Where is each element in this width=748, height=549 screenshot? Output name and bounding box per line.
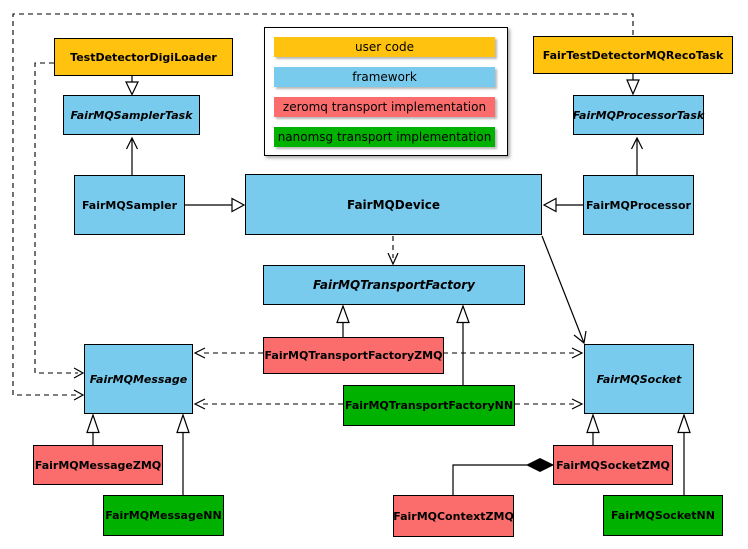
node-fairmqdevice: FairMQDevice [245, 174, 542, 235]
node-label: FairMQTransportFactoryNN [344, 399, 514, 412]
arrowhead-vee-message-zmq [193, 347, 206, 359]
edge-contextzmq-to-socketzmq [452, 464, 527, 495]
legend-label: zeromq transport implementation [282, 100, 487, 114]
arrowhead-vee-socket-zmq [571, 347, 584, 359]
arrowhead-vee-message-nn [193, 398, 206, 410]
node-label: FairMQSampler [81, 198, 178, 212]
node-label: FairMQMessageZMQ [34, 458, 162, 472]
node-label: FairMQProcessor [586, 198, 691, 212]
arrowhead-vee-message-outer [73, 389, 85, 401]
node-fairmqsampler: FairMQSampler [74, 175, 185, 235]
legend-item-zeromq: zeromq transport implementation [274, 97, 495, 117]
node-fairmqmessagezmq: FairMQMessageZMQ [33, 445, 163, 485]
node-label: FairMQSocketNN [611, 509, 715, 522]
arrowhead-vee-socket-nn [571, 398, 584, 410]
node-fairmqmessagenn: FairMQMessageNN [103, 495, 224, 536]
legend-item-nanomsg: nanomsg transport implementation [274, 127, 495, 147]
legend-item-user-code: user code [274, 37, 495, 57]
node-label: FairMQMessageNN [105, 509, 222, 522]
triangle-socket-right [677, 413, 691, 434]
node-label: FairMQProcessorTask [572, 108, 705, 122]
node-label: FairMQTransportFactoryZMQ [264, 349, 443, 362]
triangle-message-left [86, 413, 100, 434]
node-label: TestDetectorDigiLoader [70, 50, 217, 64]
legend-item-framework: framework [274, 67, 495, 87]
node-label: FairMQSocketZMQ [556, 458, 670, 472]
node-fairmqtransportfactory: FairMQTransportFactory [263, 265, 525, 305]
triangle-message-right [176, 413, 190, 434]
triangle-socket-left [586, 413, 600, 434]
node-fairmqcontextzmq: FairMQContextZMQ [393, 495, 514, 537]
node-label: FairTestDetectorMQRecoTask [542, 48, 724, 62]
node-fairmqsocket: FairMQSocket [584, 344, 694, 414]
node-fairmqtransportfactorynn: FairMQTransportFactoryNN [343, 385, 515, 426]
node-label: FairMQMessage [89, 372, 188, 386]
node-label: FairMQTransportFactory [313, 278, 475, 292]
node-fairmqprocessortask: FairMQProcessorTask [573, 95, 704, 135]
node-fairmqsamplertask: FairMQSamplerTask [63, 95, 200, 135]
triangle-processortask-top [626, 79, 640, 96]
node-fairmqprocessor: FairMQProcessor [583, 175, 694, 235]
legend-label: user code [355, 40, 414, 54]
triangle-samplertask-top [125, 81, 139, 96]
node-fairmqsocketzmq: FairMQSocketZMQ [553, 445, 673, 485]
node-label: FairMQDevice [346, 197, 441, 212]
legend-label: framework [352, 70, 417, 84]
node-fairtestdetectormqrecotask: FairTestDetectorMQRecoTask [533, 36, 733, 74]
arrowhead-vee-message-inner [73, 367, 85, 379]
arrowhead-vee-transportfactory [387, 252, 399, 266]
edge-device-to-socket [541, 235, 585, 344]
node-label: FairMQSocket [596, 372, 682, 386]
triangle-factory-left [336, 304, 350, 324]
node-fairmqmessage: FairMQMessage [84, 344, 193, 414]
node-testdetectordigiloader: TestDetectorDigiLoader [54, 38, 233, 76]
arrowhead-vee-device-socket [573, 330, 587, 345]
triangle-device-right [542, 197, 557, 213]
arrowhead-vee-processortask [630, 136, 644, 150]
legend-label: nanomsg transport implementation [277, 130, 492, 144]
node-label: FairMQSamplerTask [70, 108, 193, 122]
legend: user code framework zeromq transport imp… [264, 27, 508, 156]
node-fairmqsocketnn: FairMQSocketNN [603, 495, 723, 536]
diamond-socketzmq-context [525, 457, 555, 473]
triangle-device-left [231, 197, 246, 213]
arrowhead-vee-samplertask [125, 136, 139, 150]
node-fairmqtransportfactoryzmq: FairMQTransportFactoryZMQ [263, 337, 444, 374]
triangle-factory-right [456, 304, 470, 324]
node-label: FairMQContextZMQ [393, 509, 514, 523]
